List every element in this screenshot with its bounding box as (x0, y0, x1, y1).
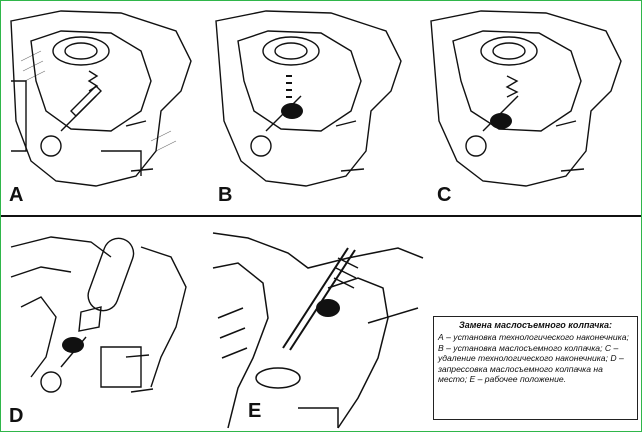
panel-label-d: D (9, 405, 24, 427)
caption-body: А – установка технологического наконечни… (438, 332, 629, 384)
panel-label-b: B (218, 184, 233, 206)
panel-c: C (421, 1, 641, 215)
panel-d: D (1, 217, 206, 431)
panel-b: B (206, 1, 421, 215)
panel-e-drawing (212, 232, 424, 429)
panel-a: A (1, 1, 206, 215)
panel-e: E (208, 228, 428, 430)
figure-caption: Замена маслосъемного колпачка: А – устан… (433, 316, 638, 420)
panel-label-e: E (248, 400, 262, 422)
panel-a-drawing (10, 10, 192, 187)
panel-b-drawing (215, 10, 402, 187)
panel-c-drawing (430, 10, 622, 187)
panel-label-a: A (9, 184, 24, 206)
horizontal-divider (1, 215, 641, 217)
panel-d-drawing (10, 236, 187, 393)
caption-title: Замена маслосъемного колпачка: (458, 320, 613, 330)
panel-label-c: C (437, 184, 452, 206)
